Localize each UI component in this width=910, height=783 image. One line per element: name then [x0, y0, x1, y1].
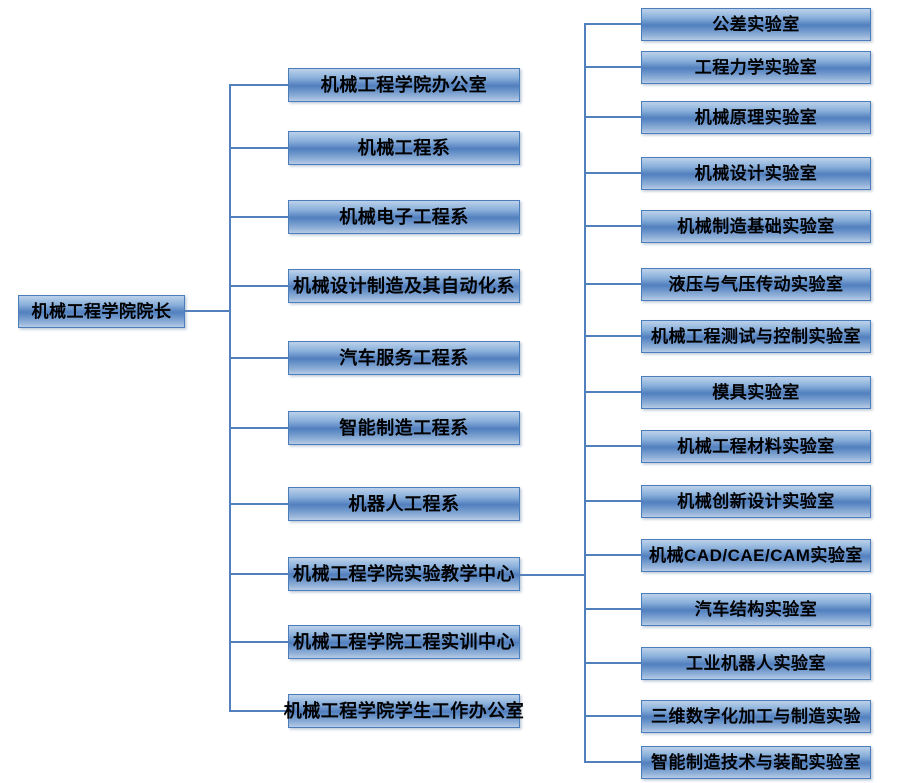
lab-branch-line [584, 554, 641, 556]
lab-node-mechanism-theory: 机械原理实验室 [641, 101, 871, 134]
lab-node-tolerance: 公差实验室 [641, 8, 871, 41]
lab-node-engineering-materials: 机械工程材料实验室 [641, 430, 871, 463]
lab-node-industrial-robot: 工业机器人实验室 [641, 647, 871, 680]
lab-branch-line [584, 335, 641, 337]
dept-node-engineering-training-center: 机械工程学院工程实训中心 [288, 625, 520, 659]
lab-node-innovative-design: 机械创新设计实验室 [641, 485, 871, 518]
dept-branch-line [229, 357, 288, 359]
lab-branch-line [584, 225, 641, 227]
lab-trunk-line [584, 23, 586, 763]
lab-node-manufacturing-fundamentals: 机械制造基础实验室 [641, 210, 871, 243]
lab-node-mechanical-design: 机械设计实验室 [641, 157, 871, 190]
lab-branch-line [584, 761, 641, 763]
lab-node-intelligent-manufacturing-equipment: 智能制造技术与装配实验室 [641, 746, 871, 779]
dept-branch-line [229, 573, 288, 575]
lab-branch-line [584, 715, 641, 717]
dept-node-design-manufacturing-automation: 机械设计制造及其自动化系 [288, 269, 520, 303]
lab-branch-line [584, 662, 641, 664]
dept-node-student-affairs-office: 机械工程学院学生工作办公室 [284, 694, 524, 728]
lab-node-vehicle-structure: 汽车结构实验室 [641, 593, 871, 626]
dept-branch-line [229, 710, 288, 712]
root-node-dean: 机械工程学院院长 [18, 295, 185, 328]
lab-branch-line [584, 283, 641, 285]
dept-node-robotics: 机器人工程系 [288, 487, 520, 521]
dept-node-experimental-teaching-center: 机械工程学院实验教学中心 [288, 557, 520, 591]
dept-branch-line [229, 285, 288, 287]
lab-branch-line [584, 500, 641, 502]
dept-branch-line [229, 427, 288, 429]
lab-branch-line [584, 445, 641, 447]
lab-branch-line [584, 66, 641, 68]
dept-node-automotive-service: 汽车服务工程系 [288, 341, 520, 375]
dept-trunk-line [229, 84, 231, 712]
dept-branch-line [229, 503, 288, 505]
lab-node-testing-control: 机械工程测试与控制实验室 [641, 320, 871, 353]
dept-branch-line [229, 216, 288, 218]
lab-branch-line [584, 172, 641, 174]
dept-branch-line [229, 147, 288, 149]
lab-branch-line [584, 23, 641, 25]
lab-node-hydraulics-pneumatics: 液压与气压传动实验室 [641, 268, 871, 301]
root-connector-line [185, 310, 229, 312]
labs-connector-line [520, 574, 584, 576]
lab-branch-line [584, 116, 641, 118]
lab-node-cad-cae-cam: 机械CAD/CAE/CAM实验室 [641, 539, 871, 572]
dept-node-intelligent-manufacturing: 智能制造工程系 [288, 411, 520, 445]
dept-node-office: 机械工程学院办公室 [288, 68, 520, 102]
dept-branch-line [229, 84, 288, 86]
lab-node-engineering-mechanics: 工程力学实验室 [641, 51, 871, 84]
lab-branch-line [584, 391, 641, 393]
lab-node-3d-digital-manufacturing: 三维数字化加工与制造实验 [641, 700, 871, 733]
lab-branch-line [584, 608, 641, 610]
dept-node-mechanical-engineering: 机械工程系 [288, 131, 520, 165]
dept-branch-line [229, 641, 288, 643]
lab-node-mold: 模具实验室 [641, 376, 871, 409]
dept-node-mechatronics: 机械电子工程系 [288, 200, 520, 234]
